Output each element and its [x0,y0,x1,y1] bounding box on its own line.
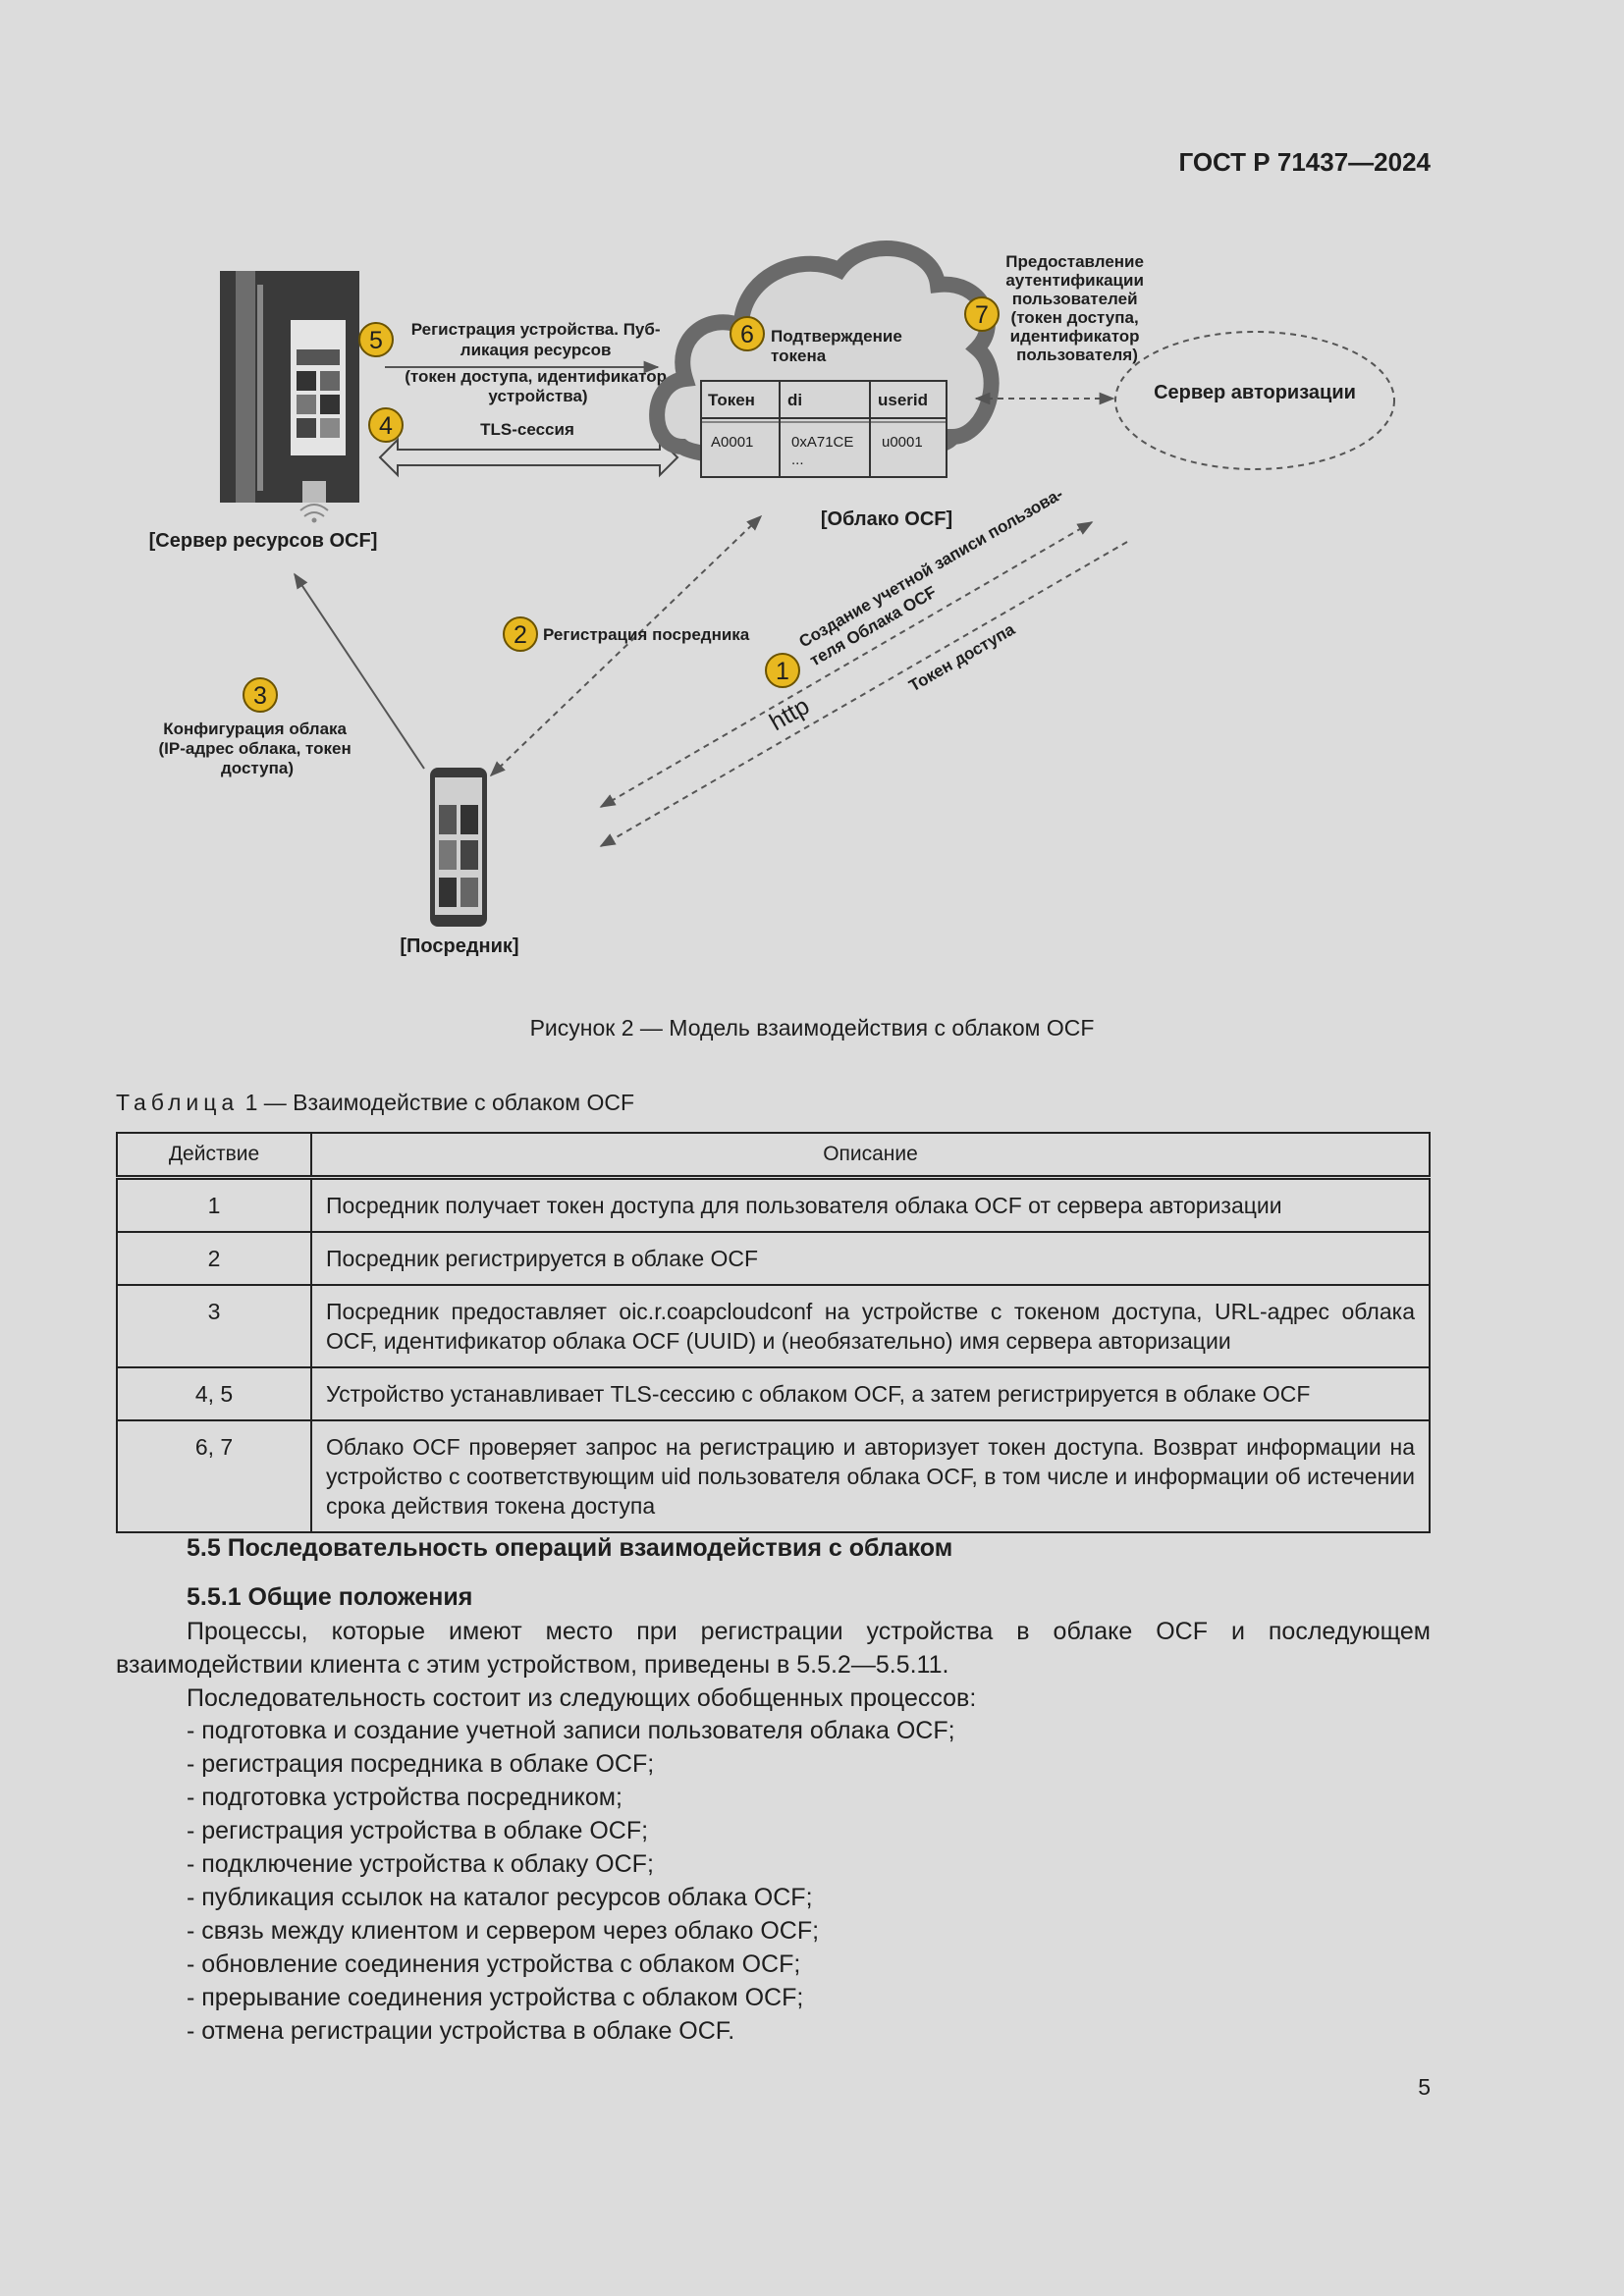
cloud-token-table: Токен di userid A0001 0xA71CE u0001 ... [700,380,947,478]
mediator-phone-icon [430,768,487,927]
svg-text:3: 3 [253,682,267,710]
step-6-label: Подтверждение токена [771,327,907,365]
ocf-interaction-table: Действие Описание 1 Посредник получает т… [116,1132,1431,1533]
description-cell: Посредник предоставляет oic.r.coapcloudc… [310,1284,1431,1368]
svg-text:di: di [787,391,802,409]
list-item: - подготовка и создание учетной записи п… [187,1717,955,1744]
list-item: - обновление соединения устройства с обл… [187,1950,801,1978]
svg-text:...: ... [791,452,804,468]
figure-caption: Рисунок 2 — Модель взаимодействия с обла… [529,1015,1095,1041]
svg-text:2: 2 [514,621,527,649]
node-resource-server-label: [Сервер ресурсов OCF] [149,530,378,552]
step-4-badge: 4 [368,407,404,443]
auth-server-ellipse [1114,331,1395,470]
node-mediator-label: [Посредник] [400,935,518,957]
paragraph-sequence: Последовательность состоит из следующих … [187,1684,977,1712]
step-5-badge: 5 [358,322,394,357]
process-list: - подготовка и создание учетной записи п… [187,1714,955,2048]
list-item: - связь между клиентом и сервером через … [187,1917,820,1945]
table-title: Таблица 1 — Взаимодействие с облаком OCF [116,1090,634,1116]
table-title-rest: 1 — Взаимодействие с облаком OCF [239,1090,635,1115]
resource-server-device-icon [220,271,359,523]
list-item: - регистрация посредника в облаке OCF; [187,1750,655,1778]
http-label: http [765,692,814,736]
svg-text:A0001: A0001 [711,434,753,451]
svg-text:u0001: u0001 [882,434,923,451]
step-3-badge: 3 [243,677,278,713]
list-item: - подключение устройства к облаку OCF; [187,1850,654,1878]
action-cell: 1 [116,1176,312,1233]
svg-text:6: 6 [740,321,754,348]
step-2-label: Регистрация посредника [543,625,750,644]
svg-text:7: 7 [975,301,989,329]
svg-text:1: 1 [776,658,789,685]
section-5-5-heading: 5.5 Последовательность операций взаимоде… [187,1534,953,1562]
document-code: ГОСТ Р 71437—2024 [1178,147,1431,177]
action-cell: 3 [116,1284,312,1368]
node-cloud-label: [Облако OCF] [821,508,952,530]
section-5-5-1-heading: 5.5.1 Общие положения [187,1583,473,1611]
paragraph-processes: Процессы, которые имеют место при регист… [116,1618,1431,1679]
step-5-label: Регистрация устройства. Пуб- ликация рес… [405,320,672,405]
description-cell: Устройство устанавливает TLS-сессию с об… [310,1366,1431,1421]
table-row: 3 Посредник предоставляет oic.r.coapclou… [116,1284,1431,1368]
action-cell: 2 [116,1231,312,1286]
list-item: - регистрация устройства в облаке OCF; [187,1817,649,1844]
svg-text:Токен: Токен [708,391,755,409]
col-action-header: Действие [116,1132,312,1180]
col-description-header: Описание [310,1132,1431,1180]
step-6-badge: 6 [730,316,765,351]
svg-text:5: 5 [369,327,383,354]
step-1-badge: 1 [765,653,800,688]
table-title-prefix: Таблица [116,1090,240,1115]
step-7-badge: 7 [964,296,1000,332]
svg-text:4: 4 [379,412,393,440]
action-cell: 4, 5 [116,1366,312,1421]
access-token-dashed-arrow [599,541,1128,847]
table-row: 6, 7 Облако OCF проверяет запрос на реги… [116,1419,1431,1533]
description-cell: Облако OCF проверяет запрос на регистрац… [310,1419,1431,1533]
step-7-label: Предоставление аутентификации пользовате… [1005,252,1148,364]
table-row: 2 Посредник регистрируется в облаке OCF [116,1231,1431,1286]
svg-text:0xA71CE: 0xA71CE [791,434,853,451]
config-arrow [294,572,425,770]
list-item: - отмена регистрации устройства в облаке… [187,2017,735,2045]
description-cell: Посредник регистрируется в облаке OCF [310,1231,1431,1286]
step-2-badge: 2 [503,616,538,652]
list-item: - прерывание соединения устройства с обл… [187,1984,804,2011]
table-row: 4, 5 Устройство устанавливает TLS-сессию… [116,1366,1431,1421]
svg-text:userid: userid [878,391,928,409]
tls-session-double-arrow [378,437,679,478]
list-item: - подготовка устройства посредником; [187,1784,623,1811]
action-cell: 6, 7 [116,1419,312,1533]
access-token-label: Токен доступа [906,619,1019,695]
ocf-interaction-diagram: [Сервер ресурсов OCF] 5 Регистрация устр… [149,240,1395,957]
account-creation-dashed-arrow [599,521,1094,808]
step-3-label: Конфигурация облака (IP-адрес облака, то… [159,720,356,777]
page-number: 5 [1418,2074,1431,2100]
table-header-row: Действие Описание [116,1132,1431,1180]
node-auth-server-label: Сервер авторизации [1154,382,1356,403]
list-item: - публикация ссылок на каталог ресурсов … [187,1884,813,1911]
table-row: 1 Посредник получает токен доступа для п… [116,1176,1431,1233]
step-4-label: TLS-сессия [480,420,574,439]
description-cell: Посредник получает токен доступа для пол… [310,1176,1431,1233]
section-5-5-1-body: Процессы, которые имеют место при регист… [116,1615,1431,1715]
